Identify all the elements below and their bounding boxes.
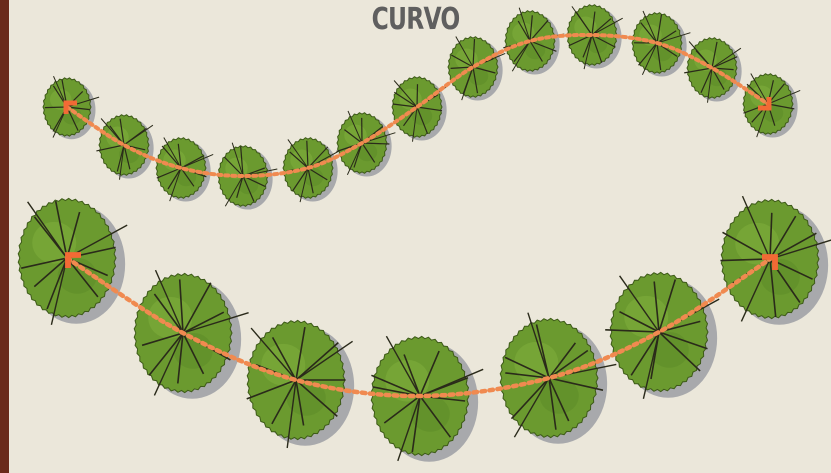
top-row-tree [392, 77, 447, 142]
tree-branch [417, 84, 418, 107]
bottom-row-tree [134, 270, 248, 399]
bottom-row-tree [605, 272, 719, 398]
bottom-row-tree [371, 336, 483, 462]
trees-layer [18, 5, 831, 462]
top-row-tree [743, 74, 800, 138]
bottom-row-tree [500, 313, 616, 444]
top-row-tree [448, 37, 505, 101]
bottom-row-tree [247, 320, 354, 448]
top-row-tree [337, 111, 396, 177]
